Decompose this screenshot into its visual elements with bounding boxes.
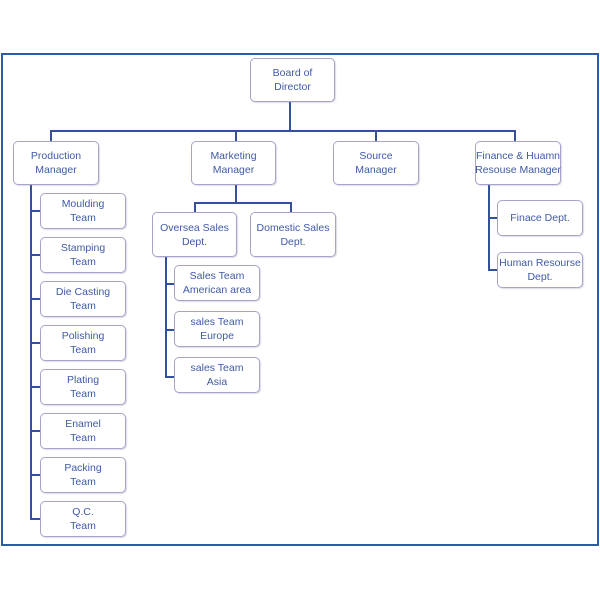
connector bbox=[30, 386, 41, 388]
connector bbox=[30, 298, 41, 300]
node-label: sales Team bbox=[190, 316, 244, 328]
node-marketing-manager: Marketing Manager bbox=[191, 141, 276, 185]
node-finance-dept: Finace Dept. bbox=[497, 200, 583, 236]
connector bbox=[235, 184, 237, 204]
connector bbox=[30, 474, 41, 476]
node-label: Team bbox=[70, 344, 96, 356]
node-label: American area bbox=[182, 284, 252, 296]
connector bbox=[30, 210, 41, 212]
node-sales-team-asia: sales Team Asia bbox=[174, 357, 260, 393]
node-label: Oversea Sales bbox=[160, 221, 229, 234]
node-enamel-team: Enamel Team bbox=[40, 413, 126, 449]
node-label: Moulding bbox=[61, 198, 105, 210]
connector bbox=[194, 202, 292, 204]
node-moulding-team: Moulding Team bbox=[40, 193, 126, 229]
node-label: Stamping bbox=[60, 242, 106, 254]
node-sales-team-europe: sales Team Europe bbox=[174, 311, 260, 347]
connector bbox=[30, 184, 32, 520]
node-label: Polishing bbox=[61, 330, 105, 342]
connector bbox=[514, 130, 516, 142]
node-label: Die Casting bbox=[55, 286, 111, 298]
node-label: Production bbox=[30, 150, 82, 162]
node-label: Domestic Sales bbox=[256, 221, 330, 234]
node-label: Team bbox=[70, 476, 96, 488]
node-die-casting-team: Die Casting Team bbox=[40, 281, 126, 317]
node-label: Team bbox=[70, 256, 96, 268]
node-label: Dept. bbox=[181, 235, 208, 248]
node-polishing-team: Polishing Team bbox=[40, 325, 126, 361]
node-label: Team bbox=[70, 388, 96, 400]
node-label: Q.C. bbox=[72, 506, 94, 518]
node-label: Team bbox=[70, 520, 96, 532]
node-label: Europe bbox=[200, 330, 234, 342]
node-label: Team bbox=[70, 300, 96, 312]
connector bbox=[488, 217, 498, 219]
node-label: Board of bbox=[272, 67, 313, 79]
node-label: Marketing bbox=[210, 150, 257, 162]
node-label: Finance & Huamn bbox=[475, 150, 561, 162]
node-hr-dept: Human Resourse Dept. bbox=[497, 252, 583, 288]
node-label: Resouse Manager bbox=[475, 164, 561, 176]
node-label: Manager bbox=[355, 164, 397, 176]
node-label: Manager bbox=[212, 164, 255, 176]
connector bbox=[30, 430, 41, 432]
chart-frame bbox=[1, 53, 599, 546]
node-label: Manager bbox=[35, 164, 77, 176]
node-stamping-team: Stamping Team bbox=[40, 237, 126, 273]
node-plating-team: Plating Team bbox=[40, 369, 126, 405]
connector bbox=[30, 342, 41, 344]
connector bbox=[165, 257, 167, 378]
connector bbox=[50, 130, 52, 142]
node-production-manager: Production Manager bbox=[13, 141, 99, 185]
connector bbox=[30, 254, 41, 256]
node-label: Team bbox=[70, 432, 96, 444]
node-source-manager: Source Manager bbox=[333, 141, 419, 185]
node-label: Plating bbox=[66, 374, 100, 386]
node-qc-team: Q.C. Team bbox=[40, 501, 126, 537]
connector bbox=[289, 102, 291, 132]
node-label: Dept. bbox=[527, 271, 553, 283]
connector bbox=[488, 269, 498, 271]
connector bbox=[235, 130, 237, 142]
node-label: Director bbox=[274, 81, 311, 93]
connector bbox=[488, 184, 490, 271]
node-label: Enamel bbox=[65, 418, 101, 430]
connector bbox=[30, 518, 41, 520]
node-packing-team: Packing Team bbox=[40, 457, 126, 493]
connector bbox=[50, 130, 516, 132]
node-label: sales Team bbox=[190, 362, 244, 374]
node-label: Packing bbox=[64, 462, 102, 474]
node-label: Sales Team bbox=[189, 270, 245, 282]
connector bbox=[194, 202, 196, 213]
connector bbox=[375, 130, 377, 142]
node-label: Dept. bbox=[280, 235, 306, 248]
node-label: Human Resourse bbox=[499, 257, 581, 269]
node-label: Asia bbox=[206, 376, 228, 388]
node-label: Source bbox=[359, 150, 393, 162]
connector bbox=[165, 329, 175, 331]
node-label: Finace Dept. bbox=[510, 212, 570, 224]
connector bbox=[290, 202, 292, 213]
node-board-of-director: Board of Director bbox=[250, 58, 335, 102]
connector bbox=[165, 376, 175, 378]
node-sales-team-american: Sales Team American area bbox=[174, 265, 260, 301]
node-finance-hr-manager: Finance & Huamn Resouse Manager bbox=[475, 141, 561, 185]
node-oversea-sales-dept: Oversea Sales Dept. bbox=[152, 212, 237, 257]
connector bbox=[165, 283, 175, 285]
node-domestic-sales-dept: Domestic Sales Dept. bbox=[250, 212, 336, 257]
node-label: Team bbox=[70, 212, 96, 224]
